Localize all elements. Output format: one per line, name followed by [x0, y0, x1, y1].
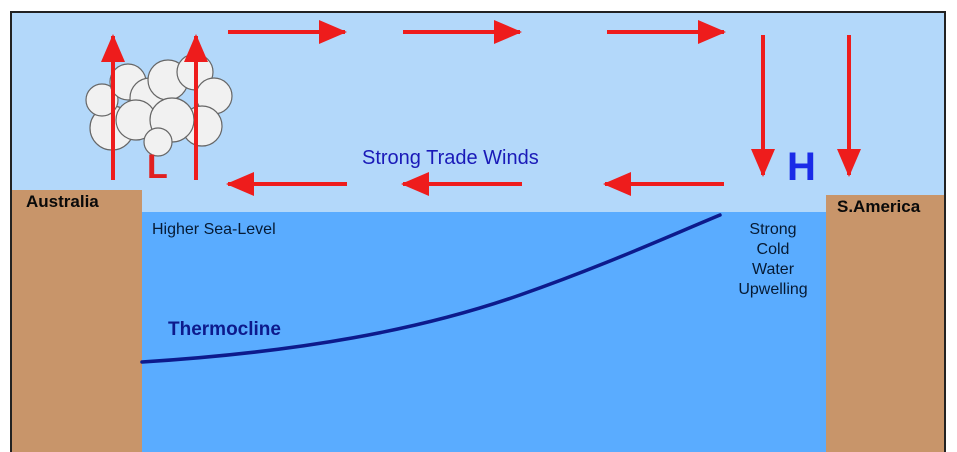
- sea-level-label: Higher Sea-Level: [152, 221, 276, 238]
- upwelling-line-1: Strong: [749, 221, 797, 238]
- upwelling-label: Strong Cold Water Upwelling: [718, 220, 828, 300]
- thermocline-line: [140, 213, 722, 364]
- thermocline-label: Thermocline: [168, 319, 281, 340]
- ocean: [142, 212, 826, 452]
- upwelling-line-2: Cold: [756, 241, 790, 258]
- australia-landmass: [11, 190, 142, 452]
- frame-border: [10, 11, 946, 452]
- trade-winds-label: Strong Trade Winds: [362, 147, 539, 169]
- australia-label: Australia: [26, 192, 99, 211]
- cloud-icon: [85, 53, 233, 157]
- upwelling-line-3: Water: [751, 261, 795, 278]
- south-america-landmass: [826, 195, 945, 452]
- low-pressure-label: L: [147, 148, 168, 186]
- high-pressure-label: H: [787, 145, 816, 189]
- upwelling-line-4: Upwelling: [738, 281, 808, 298]
- south-america-label: S.America: [837, 197, 921, 216]
